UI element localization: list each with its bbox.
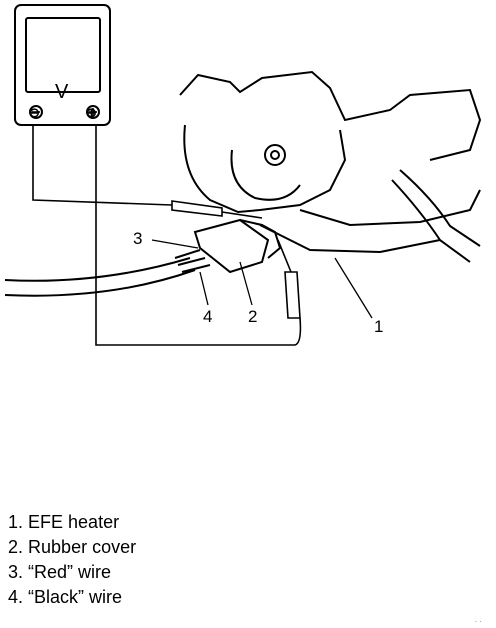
- engine-assembly: [4, 70, 482, 297]
- callout-leaders: [151, 239, 373, 319]
- legend-text: Rubber cover: [28, 537, 137, 557]
- housing-bolt-center: [270, 150, 280, 160]
- legend-item: 4. “Black” wire: [8, 585, 136, 610]
- legend-text: “Red” wire: [28, 562, 112, 582]
- connector-wires: [174, 249, 211, 273]
- leader-4: [199, 271, 209, 306]
- rubber-cover: [239, 219, 282, 259]
- legend: 1. EFE heater 2. Rubber cover 3. “Red” w…: [8, 510, 136, 610]
- legend-number: 4.: [8, 587, 24, 607]
- leader-2: [239, 261, 253, 306]
- voltmeter: [14, 4, 111, 126]
- voltmeter-display: [25, 17, 101, 93]
- callout-3: 3: [133, 229, 142, 248]
- housing-inner-curve: [230, 149, 301, 201]
- callout-4: 4: [203, 307, 212, 326]
- negative-lead: [32, 125, 173, 206]
- legend-number: 2.: [8, 537, 24, 557]
- legend-item: 3. “Red” wire: [8, 560, 136, 585]
- legend-number: 3.: [8, 562, 24, 582]
- legend-item: 2. Rubber cover: [8, 535, 136, 560]
- large-hose: [391, 169, 481, 263]
- legend-item: 1. EFE heater: [8, 510, 136, 535]
- manifold-flange: [299, 189, 481, 227]
- corner-mark: · ·: [474, 617, 482, 626]
- negative-probe: [171, 200, 223, 217]
- throttle-body-upper: [179, 70, 482, 161]
- voltmeter-symbol: V: [55, 81, 69, 103]
- housing-bolt: [264, 144, 286, 166]
- leader-3: [151, 239, 199, 249]
- negative-terminal-icon: [29, 105, 43, 119]
- positive-terminal-icon: [86, 105, 100, 119]
- positive-probe: [284, 271, 301, 319]
- legend-number: 1.: [8, 512, 24, 532]
- throttle-housing: [183, 124, 347, 214]
- leader-1: [334, 257, 373, 319]
- heater-connector: [193, 218, 270, 274]
- callout-1: 1: [374, 317, 383, 336]
- legend-text: EFE heater: [28, 512, 120, 532]
- legend-text: “Black” wire: [28, 587, 123, 607]
- negative-probe-tip: [221, 211, 263, 219]
- manifold-lower: [259, 224, 441, 254]
- positive-lead: [95, 125, 302, 346]
- voltmeter-body: [14, 4, 111, 126]
- left-hose: [4, 257, 196, 297]
- callout-2: 2: [248, 307, 257, 326]
